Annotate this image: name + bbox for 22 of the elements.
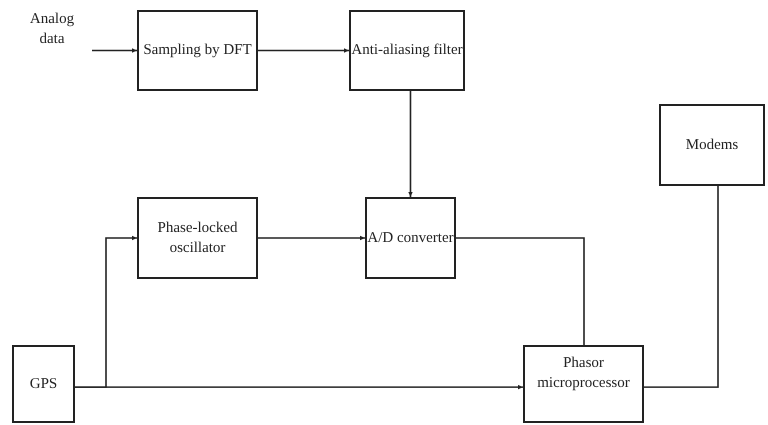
input-label: Analog data [28,10,76,49]
connector-line [644,186,719,388]
arrow [92,48,137,53]
box-label: A/D converter [367,228,454,248]
process-box [365,197,456,279]
box-label: Anti-aliasing filter [351,41,463,60]
box-label: GPS [30,374,58,394]
arrow [408,91,413,197]
arrow [258,48,349,53]
box-label: Sampling by DFT [143,41,252,60]
process-box [659,104,765,186]
process-box [137,197,258,279]
process-box [137,10,258,91]
process-box [12,345,75,423]
connector-line [456,237,585,345]
box-label: Phase-locked oscillator [156,218,238,258]
process-box [523,345,644,423]
process-box [349,10,465,91]
box-label: Phasor microprocessor [536,354,631,394]
arrow [258,236,365,240]
box-label: Modems [686,136,738,155]
arrow [75,384,523,390]
